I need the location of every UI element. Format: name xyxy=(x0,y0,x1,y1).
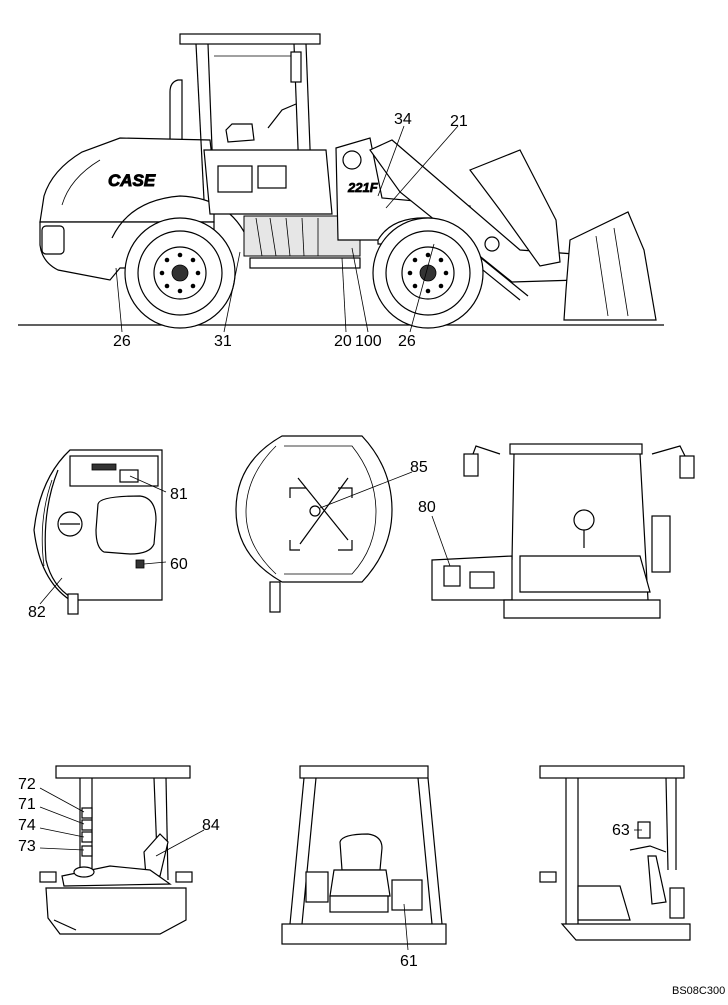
front-left-console xyxy=(305,871,329,903)
callout-73: 73 xyxy=(18,838,36,855)
rear-cab-base xyxy=(503,599,661,619)
callout-63: 63 xyxy=(612,822,630,839)
right-console xyxy=(577,885,631,921)
decal-72 xyxy=(81,807,93,819)
cab-door-arc xyxy=(44,469,73,599)
dashboard xyxy=(69,455,159,487)
right-step-box xyxy=(669,887,685,919)
rear-bumper xyxy=(41,225,65,255)
cab-top-view: 81 60 82 xyxy=(28,449,188,621)
right-roof xyxy=(539,765,685,779)
cab-window-panel xyxy=(257,165,287,189)
left-step xyxy=(53,919,77,931)
front-right-console xyxy=(391,879,423,911)
right-rear-hook xyxy=(539,871,557,883)
roof-view: 85 xyxy=(235,435,428,613)
callout-26-rear: 26 xyxy=(113,333,131,350)
decal-73 xyxy=(81,845,93,857)
front-seat-back xyxy=(339,833,383,871)
cab-roof xyxy=(179,33,321,45)
left-roof xyxy=(55,765,191,779)
cab-left-leader-lines xyxy=(39,787,205,857)
decal-60-marker xyxy=(135,559,145,569)
callout-61: 61 xyxy=(400,953,418,970)
callout-20: 20 xyxy=(334,333,352,350)
instrument-cluster xyxy=(119,469,139,483)
boom-upper xyxy=(469,149,561,267)
callout-72: 72 xyxy=(18,776,36,793)
hood-contour xyxy=(61,159,101,206)
boom-pin xyxy=(484,236,500,252)
operator-seat-top xyxy=(95,495,157,555)
callout-81: 81 xyxy=(170,486,188,503)
left-front-hook xyxy=(175,871,193,883)
roof-decal-frame xyxy=(289,477,353,551)
callout-84: 84 xyxy=(202,817,220,834)
pivot-pin xyxy=(342,150,362,170)
rear-dash xyxy=(519,555,651,593)
front-cab-base xyxy=(281,923,447,945)
bucket xyxy=(563,211,657,321)
decal-80-a xyxy=(443,565,461,587)
rear-side-panel xyxy=(651,515,671,573)
callout-80: 80 xyxy=(418,499,436,516)
cab-left-view: 72 71 74 73 84 xyxy=(18,765,220,935)
front-seat-cushion xyxy=(329,869,391,897)
cab-right-view: 63 xyxy=(539,765,691,941)
left-steering xyxy=(73,866,95,878)
callout-34: 34 xyxy=(394,111,412,128)
left-rear-hook xyxy=(39,871,57,883)
callout-26-front: 26 xyxy=(398,333,416,350)
frame-rail xyxy=(249,257,361,269)
decal-74 xyxy=(81,831,93,843)
callout-100: 100 xyxy=(355,333,382,350)
roof-outline xyxy=(235,435,393,583)
callout-74: 74 xyxy=(18,817,36,834)
cab-panel xyxy=(217,165,253,193)
roof-step xyxy=(269,581,281,613)
right-mirror xyxy=(679,455,695,479)
roof-center-mark xyxy=(309,505,321,517)
rear-roof xyxy=(509,443,643,455)
cab-mirror xyxy=(290,51,302,83)
callout-21: 21 xyxy=(450,113,468,130)
loader-leader-lines xyxy=(115,125,459,333)
front-roof xyxy=(299,765,429,779)
rear-fender xyxy=(111,195,249,241)
leader-61 xyxy=(403,903,409,951)
right-steering-wheel xyxy=(629,845,667,853)
steering-column xyxy=(267,103,297,129)
cab-top-leader-lines xyxy=(39,475,167,605)
decal-80-b xyxy=(469,571,495,589)
drawing-reference: BS08C300 xyxy=(672,985,725,997)
callout-60: 60 xyxy=(170,556,188,573)
operator-seat xyxy=(225,123,255,143)
brand-logo: CASE xyxy=(108,171,156,190)
model-badge: 221F xyxy=(347,180,379,195)
cab-front-view: 61 xyxy=(281,765,447,970)
right-cab-base xyxy=(560,923,691,941)
callout-71: 71 xyxy=(18,796,36,813)
front-wheel xyxy=(372,217,484,329)
front-seat-base xyxy=(329,895,389,913)
left-mirror xyxy=(463,453,479,477)
rear-wheel xyxy=(124,217,236,329)
callout-82: 82 xyxy=(28,604,46,621)
decal-71 xyxy=(81,819,93,831)
rear-steering-wheel xyxy=(573,509,595,531)
leader-80 xyxy=(431,515,451,567)
callout-85: 85 xyxy=(410,459,428,476)
left-cab-base xyxy=(45,887,187,935)
switch-panel xyxy=(91,463,117,471)
cab-rear-view: 80 xyxy=(418,443,695,619)
right-steering-column xyxy=(647,855,667,905)
rear-pillars xyxy=(511,453,649,601)
cab-step xyxy=(67,593,79,615)
exhaust-stack xyxy=(169,79,183,141)
callout-31: 31 xyxy=(214,333,232,350)
leader-85 xyxy=(319,471,413,509)
loader-side-view: CASE 221F xyxy=(18,33,664,350)
